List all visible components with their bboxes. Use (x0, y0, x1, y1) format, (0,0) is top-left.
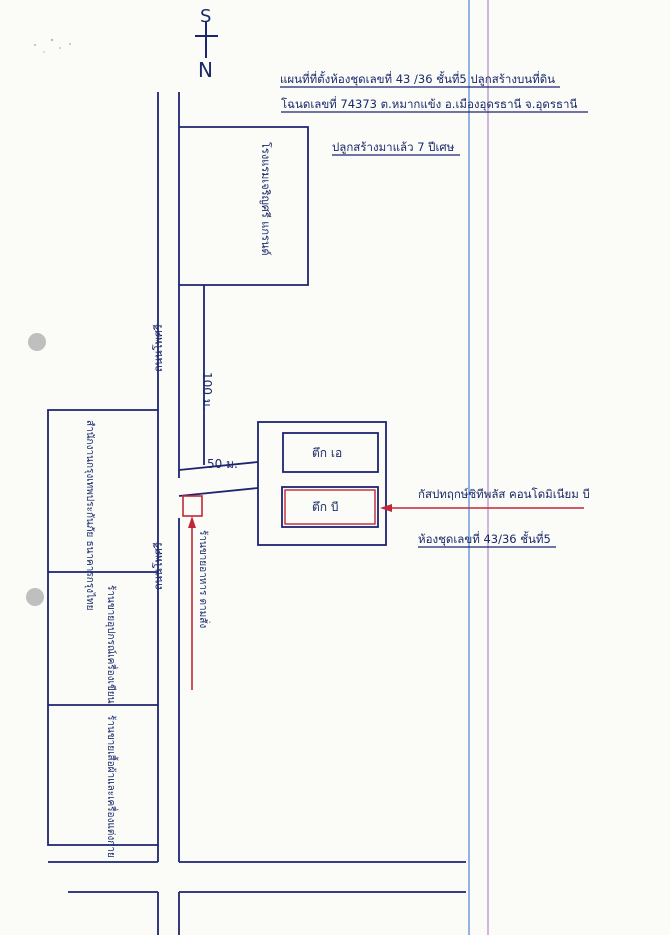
title-line-2: โฉนดเลขที่ 74373 ต.หมากแข้ง อ.เมืองอุดรธ… (281, 96, 577, 111)
building-b (281, 486, 379, 528)
building-a-label: ตึก เอ (312, 446, 342, 460)
red-marker-label: ร้านขายอาหาร ตามสั่ง (197, 530, 211, 628)
cross-road (48, 861, 466, 893)
left-blocks (47, 409, 158, 846)
binder-hole-top (28, 333, 46, 351)
hotel-label: โรงแรมเจริญศรี แกรนด์ (259, 142, 273, 256)
compass (195, 22, 218, 58)
compass-south-label: S (200, 6, 211, 27)
road-label-upper: ถนนโพศรี (151, 324, 165, 372)
scan-specks (34, 38, 71, 53)
distance-100-label: 100 ม. (200, 372, 214, 410)
binder-hole-bottom (26, 588, 44, 606)
condo-compound (257, 421, 387, 546)
project-name-label: กัสปทฤกษ์ซิทีพลัส คอนโดมิเนียม บี (418, 487, 590, 501)
unit-number-label: ห้องชุดเลขที่ 43/36 ชั้นที่5 (418, 531, 551, 546)
building-b-label: ตึก บี (312, 500, 339, 514)
left-block-2-label: ร้านขายอุปกรณ์เครื่องเขียน (105, 585, 119, 704)
hotel-block (179, 126, 309, 286)
compass-north-label: N (198, 58, 213, 82)
distance-50-label: 50 ม. (207, 457, 238, 471)
side-street (178, 285, 259, 497)
title-line-3: ปลูกสร้างมาแล้ว 7 ปีเศษ (332, 140, 455, 154)
main-road (157, 92, 180, 935)
road-label-lower: ถนนโพศรี (151, 542, 165, 590)
left-block-1-label: สำนักงานกรุงเทพประกันภัย ธนาคารกรุงไทย (84, 420, 96, 610)
left-block-3-label: ร้านขายเสื้อผ้าและเครื่องแต่งกาย (105, 715, 119, 858)
red-marker-box (182, 495, 203, 517)
title-line-1: แผนที่ที่ตั้งห้องชุดเลขที่ 43 /36 ชั้นที… (280, 71, 555, 86)
building-a (282, 432, 379, 473)
